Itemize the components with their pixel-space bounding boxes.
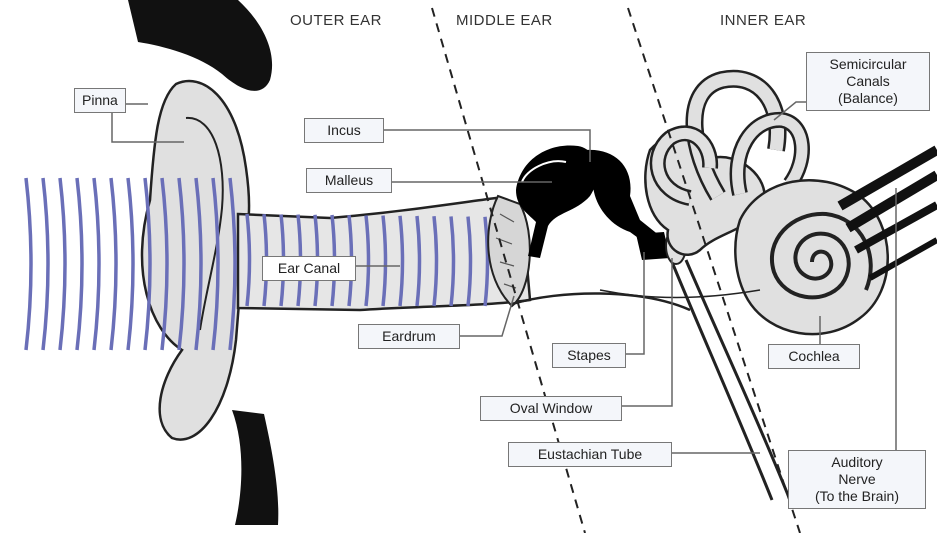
head-silhouette-top <box>128 0 272 91</box>
label-incus: Incus <box>304 118 384 143</box>
sound-wave-arc <box>77 178 82 350</box>
label-malleus: Malleus <box>306 168 392 193</box>
sound-wave-arc <box>128 178 133 350</box>
pinna-shape <box>142 81 249 440</box>
head-silhouette-bottom <box>232 410 278 525</box>
sound-wave-arc <box>26 178 31 350</box>
label-cochlea: Cochlea <box>768 344 860 369</box>
middle-ear-floor <box>512 293 690 310</box>
sound-wave-arc <box>60 178 65 350</box>
label-ear-canal: Ear Canal <box>262 256 356 281</box>
sound-wave-arc <box>111 178 116 350</box>
label-pinna: Pinna <box>74 88 126 113</box>
label-auditory-nerve: Auditory Nerve (To the Brain) <box>788 450 926 509</box>
label-stapes: Stapes <box>552 343 626 368</box>
sound-wave-arc <box>94 178 99 350</box>
label-semicircular-canals: Semicircular Canals (Balance) <box>806 52 930 111</box>
middle-ear-wall <box>600 290 760 298</box>
label-eustachian-tube: Eustachian Tube <box>508 442 672 467</box>
sound-wave-arc <box>43 178 48 350</box>
region-middle-ear: MIDDLE EAR <box>456 12 553 29</box>
label-oval-window: Oval Window <box>480 396 622 421</box>
region-inner-ear: INNER EAR <box>720 12 806 29</box>
region-outer-ear: OUTER EAR <box>290 12 382 29</box>
stapes-bone <box>636 232 670 260</box>
label-eardrum: Eardrum <box>358 324 460 349</box>
malleus-head <box>542 160 574 192</box>
